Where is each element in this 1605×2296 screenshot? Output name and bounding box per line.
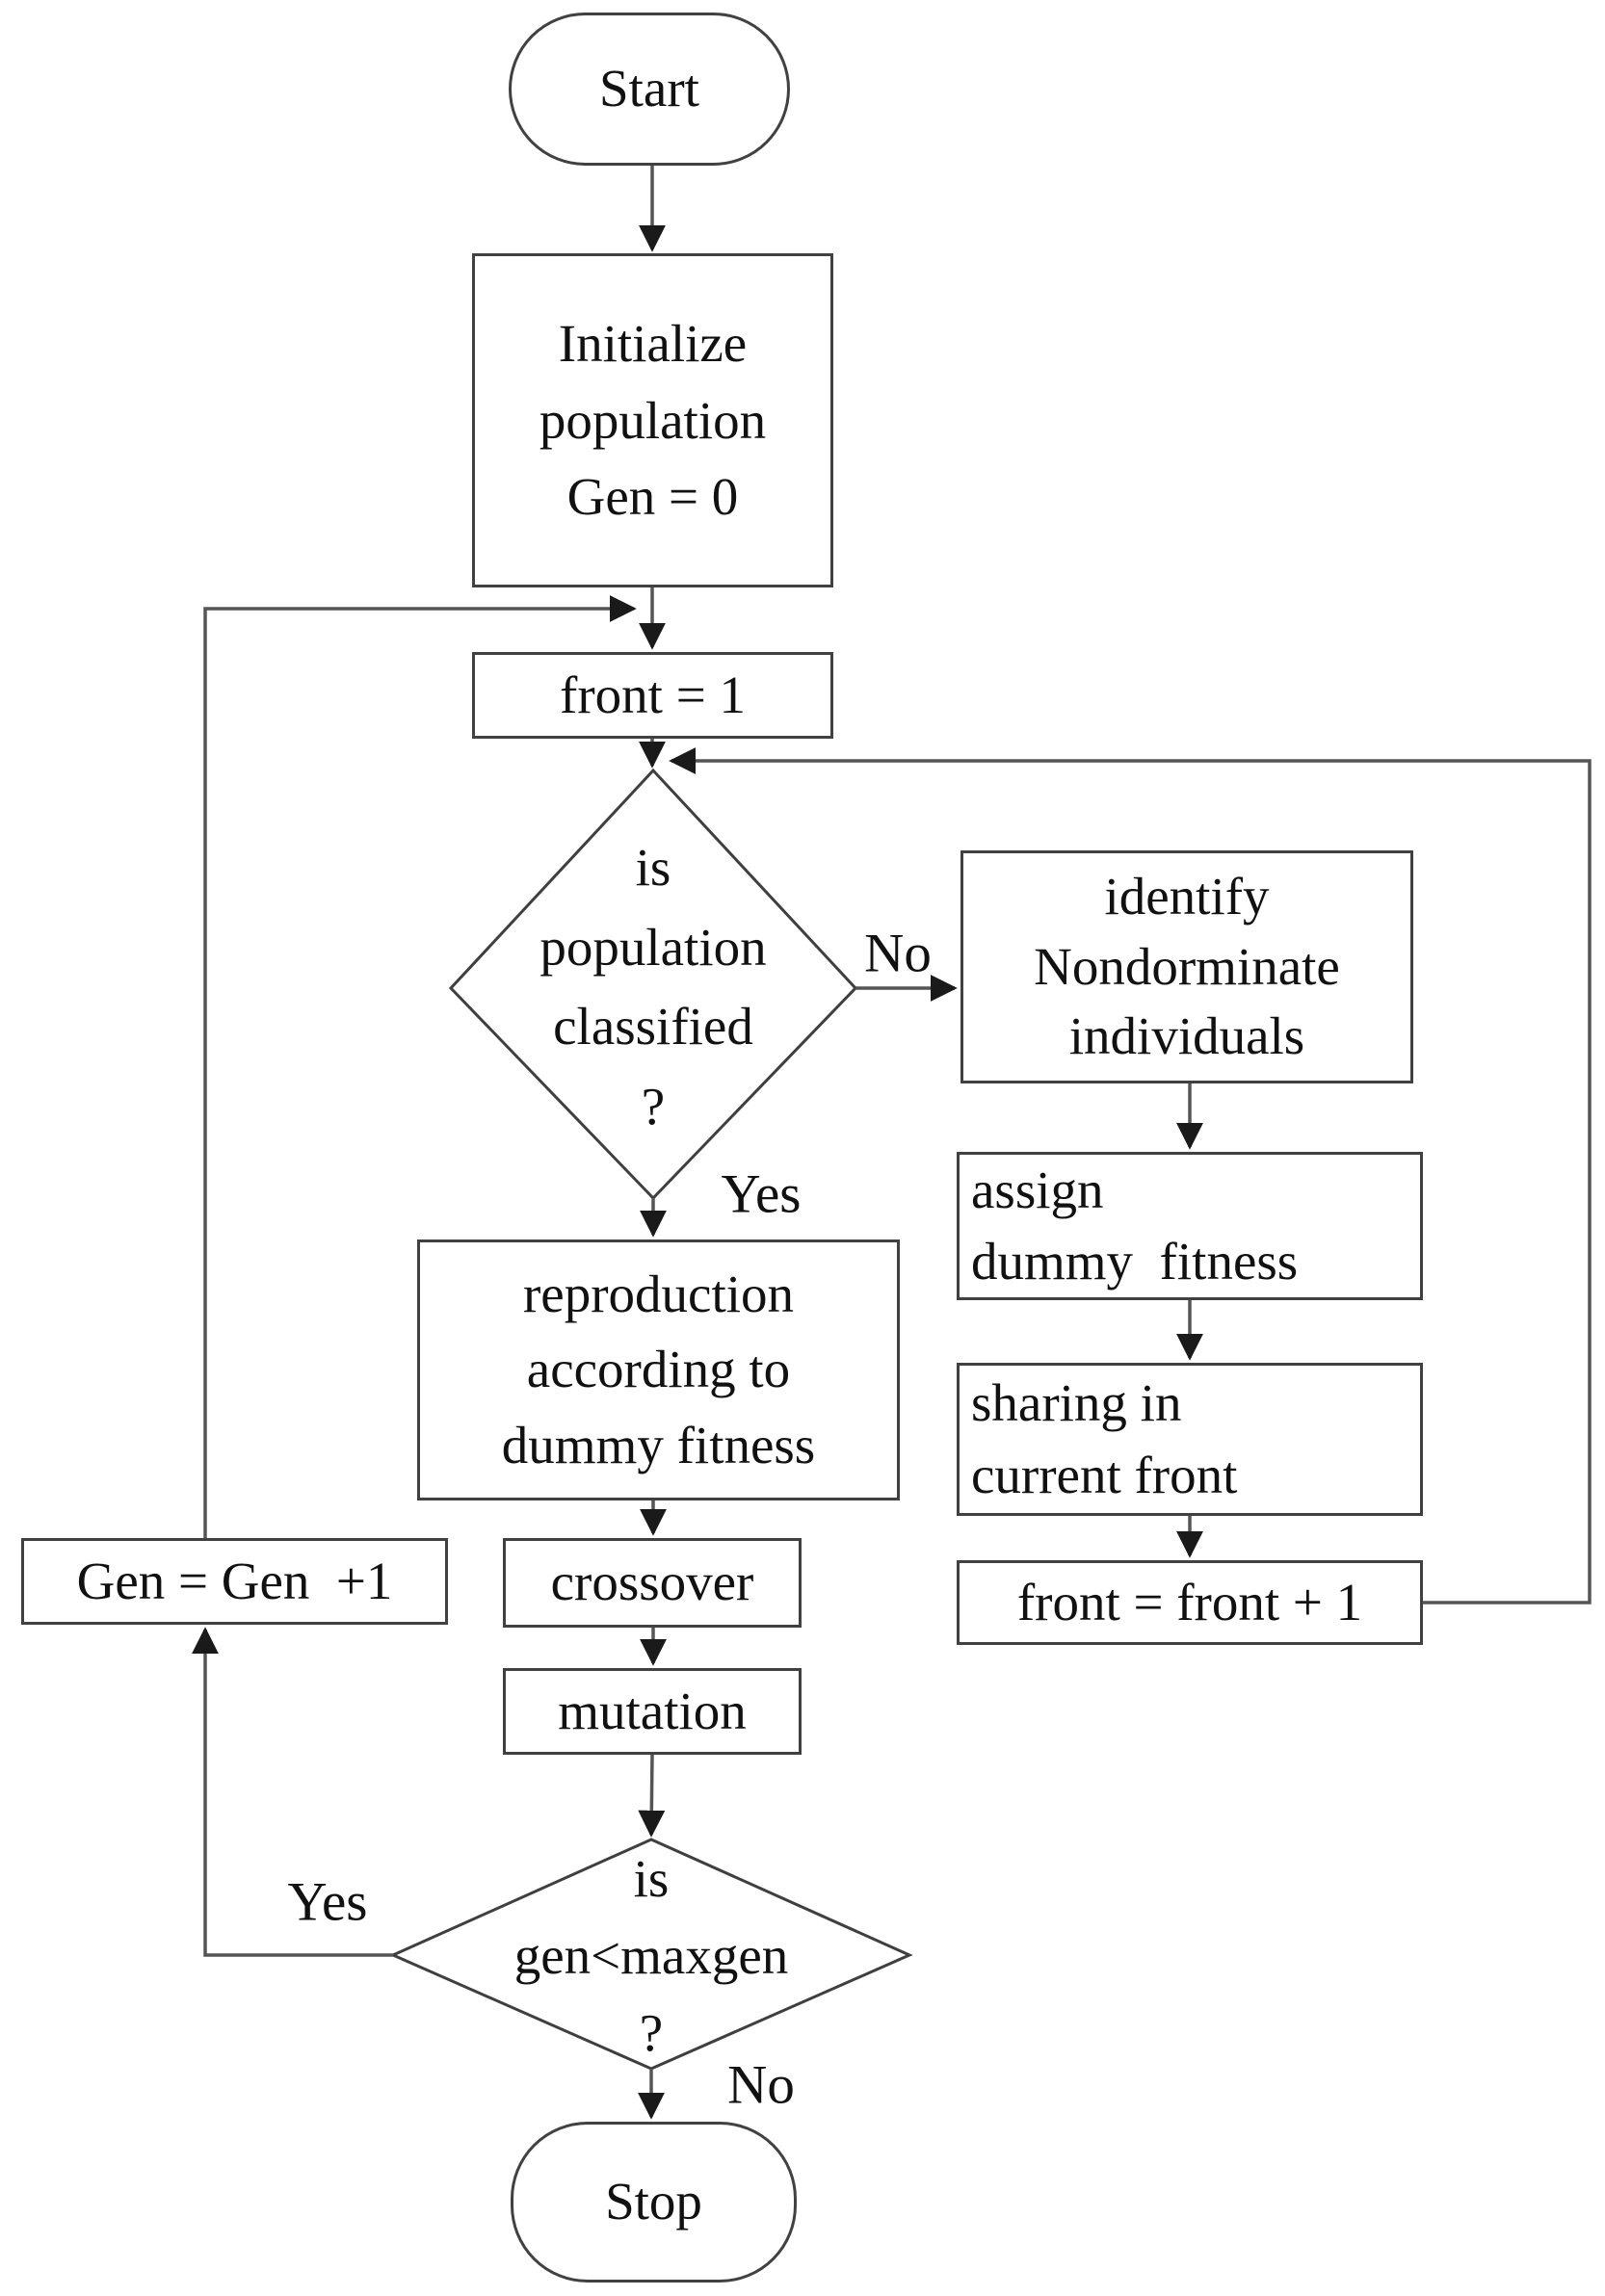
no-branch-label-gen: No [727, 2054, 795, 2116]
no-branch-label-classify: No [864, 923, 932, 984]
classify-decision-label: is population classified ? [539, 838, 767, 1135]
front-equals-one-box: front = 1 [472, 652, 833, 739]
crossover-box: crossover [503, 1538, 802, 1628]
gen-decision-label: is gen<maxgen ? [513, 1849, 789, 2062]
start-terminator: Start [509, 13, 790, 166]
sharing-current-front-box: sharing in current front [957, 1363, 1423, 1516]
yes-branch-label-gen: Yes [287, 1871, 368, 1933]
edge-frontloop-return [669, 747, 1592, 1605]
edge-gendecision-geninc [192, 1627, 393, 1957]
identify-nondominate-box: identify Nondorminate individuals [960, 850, 1413, 1083]
edge-mutation-gendecision [638, 1754, 666, 1838]
edge-genloop-return [203, 595, 637, 1538]
stop-terminator: Stop [511, 2122, 797, 2283]
gen-increment-box: Gen = Gen +1 [21, 1538, 448, 1625]
mutation-box: mutation [503, 1668, 802, 1755]
reproduction-box: reproduction according to dummy fitness [417, 1239, 900, 1500]
yes-branch-label-classify: Yes [721, 1163, 802, 1225]
front-increment-box: front = front + 1 [957, 1560, 1423, 1645]
initialize-population-box: Initialize population Gen = 0 [472, 253, 833, 587]
assign-dummy-fitness-box: assign dummy fitness [957, 1152, 1423, 1300]
